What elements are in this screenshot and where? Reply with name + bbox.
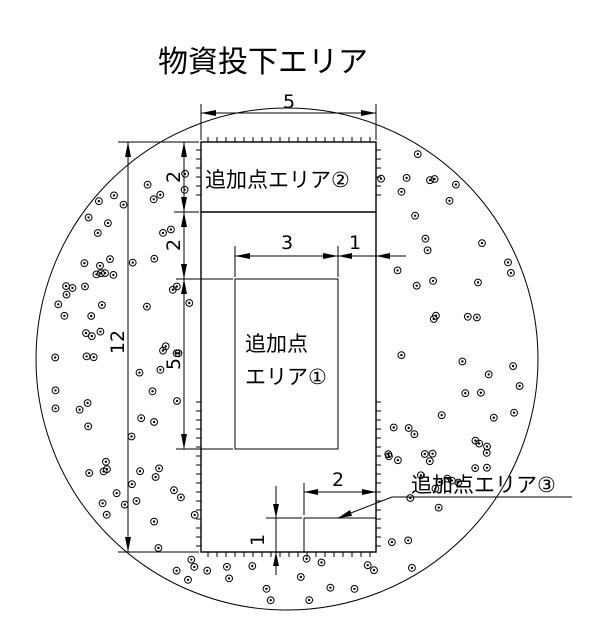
outer-circle	[35, 107, 539, 611]
ground-texture	[51, 150, 524, 605]
dimension-label-gap-height: 2	[163, 239, 185, 251]
area1-label-line2: エリア①	[245, 365, 327, 389]
dimension-label-width: 5	[283, 91, 295, 113]
dimension-area2-height	[174, 142, 199, 213]
area1-rectangle	[234, 278, 339, 450]
dimension-width-top	[200, 104, 377, 140]
dimension-area3-width	[303, 483, 376, 515]
dimension-label-area1-width: 3	[281, 232, 293, 254]
dimension-label-area2-height: 2	[163, 171, 185, 183]
area3-leader-line	[337, 496, 572, 519]
dimension-height-total	[118, 141, 199, 553]
dimension-area3-height	[266, 486, 302, 575]
dimension-label-area3-height: 1	[247, 534, 269, 546]
boundary-ticks	[196, 137, 381, 557]
area3-label: 追加点エリア③	[411, 473, 556, 497]
dimension-area1-width	[234, 246, 339, 277]
area1-label-line1: 追加点	[245, 332, 308, 356]
dimension-label-area1-height: 5	[163, 358, 185, 370]
dimension-label-area3-width: 2	[332, 469, 344, 491]
area2-label: 追加点エリア②	[205, 168, 350, 192]
dimension-area1-right-gap	[338, 253, 406, 259]
dimension-area1-height	[176, 278, 233, 450]
dimension-label-area1-right-gap: 1	[349, 232, 361, 254]
diagram-title: 物資投下エリア	[158, 45, 368, 80]
dimension-label-height-total: 12	[107, 330, 129, 354]
